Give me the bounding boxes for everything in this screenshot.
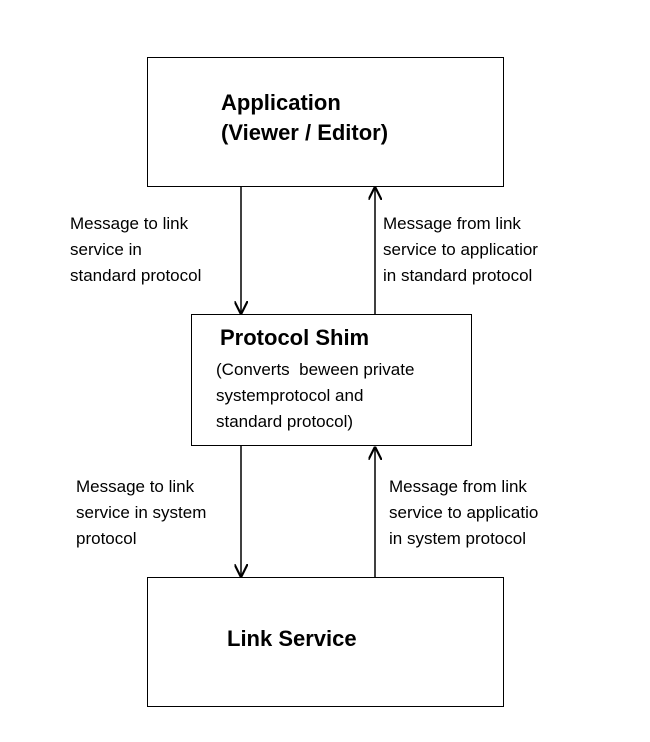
- label-line: Message to link: [76, 477, 195, 496]
- label-line: in standard protocol: [383, 266, 533, 285]
- label-line: service in system: [76, 503, 207, 522]
- protocol-shim-description: (Converts beween private systemprotocol …: [216, 357, 414, 435]
- label-line: Message to link: [70, 214, 189, 233]
- label-shim-to-link: Message to link service in system protoc…: [76, 474, 206, 552]
- shim-desc-line1: (Converts beween private: [216, 360, 415, 379]
- label-line: standard protocol: [70, 266, 202, 285]
- label-line: service to applicatio: [389, 503, 539, 522]
- application-box: Application (Viewer / Editor): [147, 57, 504, 187]
- label-app-to-shim: Message to link service in standard prot…: [70, 211, 201, 289]
- shim-desc-line3: standard protocol): [216, 412, 354, 431]
- label-link-to-shim: Message from link service to applicatio …: [389, 474, 538, 552]
- link-service-title: Link Service: [227, 626, 357, 651]
- label-line: service to applicatior: [383, 240, 538, 259]
- protocol-shim-title: Protocol Shim: [220, 325, 370, 350]
- label-line: service in: [70, 240, 142, 259]
- label-shim-to-app: Message from link service to applicatior…: [383, 211, 538, 289]
- label-line: in system protocol: [389, 529, 526, 548]
- label-line: Message from link: [383, 214, 521, 233]
- application-title-line1: Application: [221, 90, 341, 115]
- label-line: protocol: [76, 529, 137, 548]
- application-title-line2: (Viewer / Editor): [221, 120, 389, 145]
- label-line: Message from link: [389, 477, 527, 496]
- application-title: Application (Viewer / Editor): [221, 88, 388, 148]
- shim-desc-line2: systemprotocol and: [216, 386, 364, 405]
- link-service-box: Link Service: [147, 577, 504, 707]
- protocol-shim-box: Protocol Shim (Converts beween private s…: [191, 314, 472, 446]
